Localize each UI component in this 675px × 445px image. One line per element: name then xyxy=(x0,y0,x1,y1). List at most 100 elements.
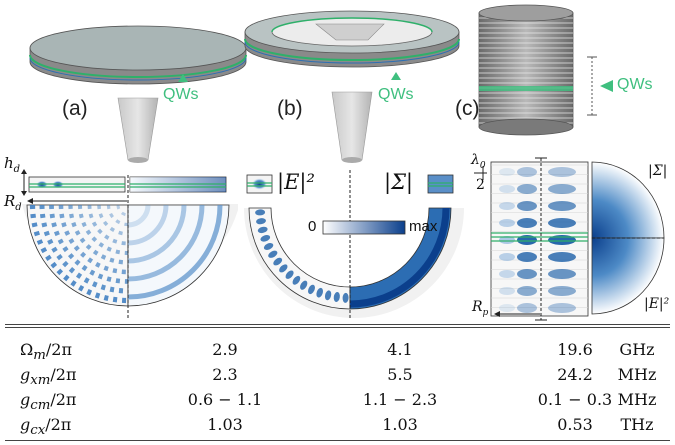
row-unit: THz xyxy=(620,415,654,434)
mode-lobe xyxy=(308,284,315,295)
mode-ring-arc xyxy=(39,204,129,294)
qw-label-c: QWs xyxy=(617,76,653,93)
mode-lobe xyxy=(499,185,515,193)
mode-lobe xyxy=(273,257,283,266)
panel-label-c: (c) xyxy=(455,97,480,120)
label-E-squared-c: |E|² xyxy=(644,296,670,312)
mode-ring-arc xyxy=(127,204,187,264)
mode-lobe xyxy=(499,219,515,227)
mode-lobe xyxy=(255,209,266,216)
mode-ring-arc xyxy=(127,204,169,246)
mode-ring-arc xyxy=(116,204,129,217)
mode-lobe xyxy=(548,269,576,279)
mode-lobe xyxy=(263,243,274,250)
row-value-b: 1.1 − 2.3 xyxy=(362,390,438,409)
mode-lobe xyxy=(316,287,323,298)
colorbar xyxy=(322,220,406,235)
mode-lobe xyxy=(292,275,301,285)
table-row: gcx/2π 1.03 1.03 0.53 THz xyxy=(0,415,675,439)
pillar-layers xyxy=(479,17,573,124)
mode-lobe xyxy=(324,290,332,301)
mode-lobe xyxy=(548,286,576,296)
mode-ring-arc xyxy=(106,204,129,227)
mode-lobe xyxy=(499,304,515,312)
row-value-a: 2.3 xyxy=(212,365,238,384)
mode-lobe xyxy=(517,252,537,262)
row-unit: MHz xyxy=(617,365,657,384)
row-value-b: 5.5 xyxy=(387,365,413,384)
qw-label-a: QWs xyxy=(163,86,199,103)
mode-ring-arc xyxy=(29,204,129,304)
row-value-b: 1.03 xyxy=(382,415,418,434)
parameter-table: Ωm/2π 2.9 4.1 19.6 GHz gxm/2π 2.3 5.5 24… xyxy=(0,322,675,445)
label-hd: hd xyxy=(4,154,21,175)
mode-lobe xyxy=(517,184,537,194)
mode-profile-a xyxy=(21,169,238,318)
ring-resonator-b xyxy=(244,10,460,163)
label-sigma: |Σ| xyxy=(384,170,413,194)
colorbar-max-label: max xyxy=(409,218,438,235)
mode-profile-b xyxy=(244,170,464,318)
row-value-b: 4.1 xyxy=(387,340,413,359)
mode-rings-a-left xyxy=(29,204,129,304)
mode-lobe xyxy=(499,287,515,295)
mode-lobe xyxy=(333,292,340,302)
mode-lobe xyxy=(517,286,537,296)
mode-lobe xyxy=(256,218,266,225)
qw-arrow-c xyxy=(600,80,613,92)
row-unit: GHz xyxy=(619,340,655,359)
mode-ring-arc xyxy=(68,204,129,265)
mode-rings-a-right xyxy=(127,204,223,300)
label-E-squared: |E|² xyxy=(277,170,315,194)
mode-lobe xyxy=(517,218,537,228)
pillar-mode-cells xyxy=(491,164,588,313)
row-value-c: 24.2 xyxy=(557,365,593,384)
mode-ring-arc xyxy=(127,204,205,282)
mode-lobe xyxy=(260,235,271,242)
mode-lobe xyxy=(548,218,576,228)
mode-lobe xyxy=(257,226,268,234)
row-symbol: gxm/2π xyxy=(20,365,77,389)
mode-rings-b-left xyxy=(255,209,349,303)
row-value-c: 0.53 xyxy=(557,415,593,434)
mode-lobe xyxy=(342,292,349,303)
row-symbol: gcx/2π xyxy=(20,415,72,439)
table-row: gcm/2π 0.6 − 1.1 1.1 − 2.3 0.1 − 0.3 MHz xyxy=(0,390,675,414)
mode-lobe xyxy=(499,253,515,261)
label-lambda-den: 2 xyxy=(476,177,485,193)
row-value-c: 0.1 − 0.3 xyxy=(537,390,613,409)
mode-lobe xyxy=(300,280,308,290)
qw-label-b: QWs xyxy=(378,86,414,103)
mode-lobe xyxy=(548,252,576,262)
table-top-rule-2 xyxy=(5,327,670,328)
mode-lobe xyxy=(499,270,515,278)
row-value-a: 1.03 xyxy=(207,415,243,434)
row-value-c: 19.6 xyxy=(557,340,593,359)
mode-lobe xyxy=(499,236,515,244)
mode-lobe xyxy=(548,303,576,313)
mode-lobe xyxy=(517,269,537,279)
mode-lobe xyxy=(548,167,576,177)
row-value-a: 0.6 − 1.1 xyxy=(187,390,263,409)
mode-lobe xyxy=(548,184,576,194)
mode-lobe xyxy=(499,168,515,176)
label-Rp: Rp xyxy=(472,299,489,318)
mode-profile-c xyxy=(474,157,665,321)
label-sigma-c: |Σ| xyxy=(648,163,668,179)
row-unit: MHz xyxy=(617,390,657,409)
table-bottom-rule xyxy=(5,440,670,441)
row-value-a: 2.9 xyxy=(212,340,238,359)
mode-lobe xyxy=(517,201,537,211)
panel-label-a: (a) xyxy=(62,97,88,120)
mode-lobe xyxy=(285,270,294,279)
figure: (a) (b) (c) QWs QWs QWs hd Rd |E|² |Σ| 0… xyxy=(4,4,670,321)
mode-ring-arc xyxy=(127,204,151,228)
mode-ring-arc xyxy=(58,204,129,275)
table-top-rule xyxy=(5,324,670,325)
row-symbol: gcm/2π xyxy=(20,390,77,414)
figure-graphics xyxy=(21,4,665,321)
panel-label-b: (b) xyxy=(277,97,303,120)
label-lambda-num: λ0 xyxy=(471,152,486,171)
colorbar-min-label: 0 xyxy=(308,218,317,235)
mode-lobe xyxy=(517,303,537,313)
